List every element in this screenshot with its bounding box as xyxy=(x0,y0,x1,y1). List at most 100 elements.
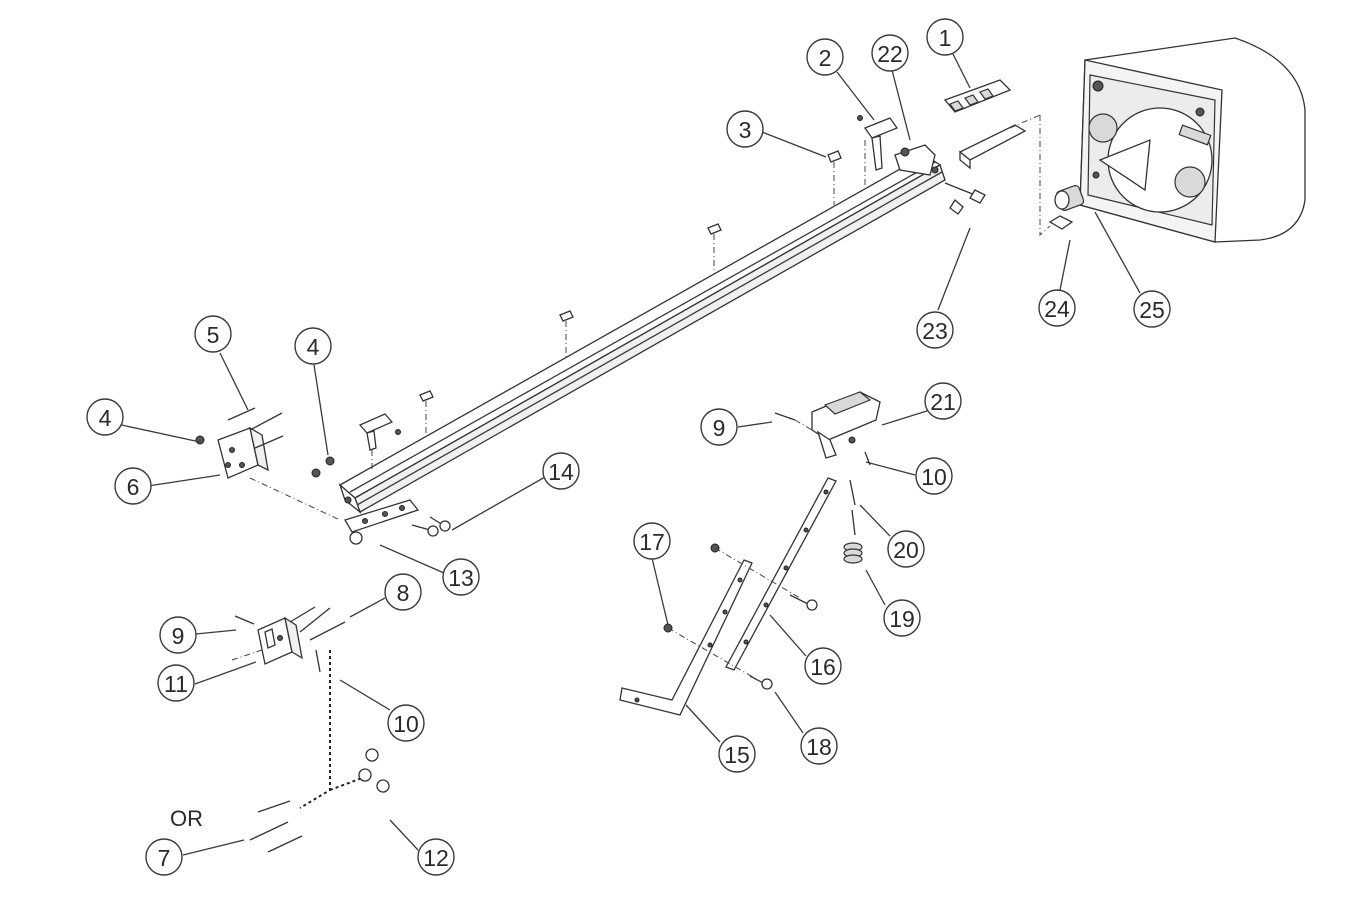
trolley xyxy=(811,391,881,459)
callout-circle xyxy=(387,704,425,742)
callout-number: 10 xyxy=(393,711,419,737)
callout-number: 6 xyxy=(127,474,140,500)
callout-circle xyxy=(114,467,152,505)
callout-number: 25 xyxy=(1139,297,1165,323)
callout-number: 7 xyxy=(158,845,171,871)
callout-number: 12 xyxy=(423,845,449,871)
callout-c15: 15 xyxy=(718,735,756,773)
callout-circle xyxy=(542,452,580,490)
callout-number: 11 xyxy=(164,671,188,697)
callout-circle xyxy=(1133,290,1171,328)
callout-c10a: 10 xyxy=(387,704,425,742)
callout-circle xyxy=(294,327,332,365)
rail-trolley-bracket-small xyxy=(358,413,401,451)
lag-screws-door xyxy=(289,606,346,641)
rail xyxy=(338,154,946,514)
lock-nuts xyxy=(358,748,390,793)
callout-c8: 8 xyxy=(384,573,422,611)
callout-c14: 14 xyxy=(542,452,580,490)
trolley-spring xyxy=(849,479,856,536)
callout-circle xyxy=(145,838,183,876)
callout-number: 22 xyxy=(877,41,903,67)
callout-circle xyxy=(915,457,953,495)
callout-number: 17 xyxy=(639,529,665,555)
callout-circle xyxy=(194,315,232,353)
callout-number: 1 xyxy=(939,25,952,51)
callout-c2: 2 xyxy=(806,38,844,76)
callout-number: 10 xyxy=(921,464,947,490)
callout-c13: 13 xyxy=(442,558,480,596)
callout-number: 9 xyxy=(172,623,185,649)
callout-c10b: 10 xyxy=(915,457,953,495)
spacer-block xyxy=(1048,215,1074,230)
carriage-bolts xyxy=(249,800,303,853)
callout-circle xyxy=(700,408,738,446)
callout-c4b: 4 xyxy=(294,327,332,365)
callout-c19: 19 xyxy=(883,599,921,637)
callout-circle xyxy=(726,110,764,148)
callout-circle xyxy=(804,647,842,685)
callout-circle xyxy=(384,573,422,611)
rail-end-plate xyxy=(344,499,420,545)
callout-circle xyxy=(916,311,954,349)
callout-circle xyxy=(633,522,671,560)
callout-number: 8 xyxy=(397,580,410,606)
callout-c23: 23 xyxy=(916,311,954,349)
callout-number: 24 xyxy=(1044,296,1070,322)
callout-c25: 25 xyxy=(1133,290,1171,328)
callout-c18: 18 xyxy=(800,727,838,765)
callout-number: 23 xyxy=(922,318,948,344)
motor-unit xyxy=(1079,37,1306,243)
leader-lines xyxy=(116,53,1141,856)
lag-screws-header xyxy=(227,407,284,449)
callout-c5: 5 xyxy=(194,315,232,353)
clevis-pin-door xyxy=(234,615,255,625)
sprocket-bracket xyxy=(857,115,899,171)
callout-circle xyxy=(442,558,480,596)
callout-c16: 16 xyxy=(804,647,842,685)
callout-c1: 1 xyxy=(926,18,964,56)
curved-door-arm xyxy=(619,559,753,716)
callout-c4a: 4 xyxy=(86,398,124,436)
callout-circle xyxy=(417,838,455,876)
callout-number: 13 xyxy=(448,565,474,591)
callout-number: 2 xyxy=(819,45,832,71)
clevis-pin-trolley xyxy=(774,412,796,421)
callout-circle xyxy=(871,34,909,72)
callout-c20: 20 xyxy=(887,530,925,568)
callout-number: 21 xyxy=(930,389,956,415)
callout-circle xyxy=(159,616,197,654)
callout-c11: 11 xyxy=(157,664,195,702)
rail-spacer-blocks xyxy=(419,150,842,402)
callout-number: 5 xyxy=(207,322,220,348)
callout-number: 4 xyxy=(307,334,320,360)
callout-circle xyxy=(86,398,124,436)
callout-circle xyxy=(806,38,844,76)
nut-center xyxy=(325,456,335,466)
callout-number: 18 xyxy=(806,734,832,760)
arm-bolts xyxy=(749,594,818,690)
callout-c22: 22 xyxy=(871,34,909,72)
nut-left xyxy=(195,435,205,445)
rail-mounting-strap xyxy=(958,124,1027,170)
callout-circle xyxy=(926,18,964,56)
callout-circle xyxy=(718,735,756,773)
callout-number: 3 xyxy=(739,117,752,143)
spring-cup xyxy=(843,542,863,564)
callout-number: 16 xyxy=(810,654,836,680)
callout-c6: 6 xyxy=(114,467,152,505)
or-label: OR xyxy=(170,806,203,831)
callout-c9a: 9 xyxy=(159,616,197,654)
callout-number: 9 xyxy=(713,415,726,441)
callout-number: 15 xyxy=(724,742,750,768)
callout-circle xyxy=(883,599,921,637)
callout-c7: 7 xyxy=(145,838,183,876)
callout-c24: 24 xyxy=(1038,289,1076,327)
callout-c9b: 9 xyxy=(700,408,738,446)
callout-c12: 12 xyxy=(417,838,455,876)
callout-c21: 21 xyxy=(924,382,962,420)
screws-rail-end xyxy=(944,182,986,215)
bolts-rail-end xyxy=(411,516,451,537)
